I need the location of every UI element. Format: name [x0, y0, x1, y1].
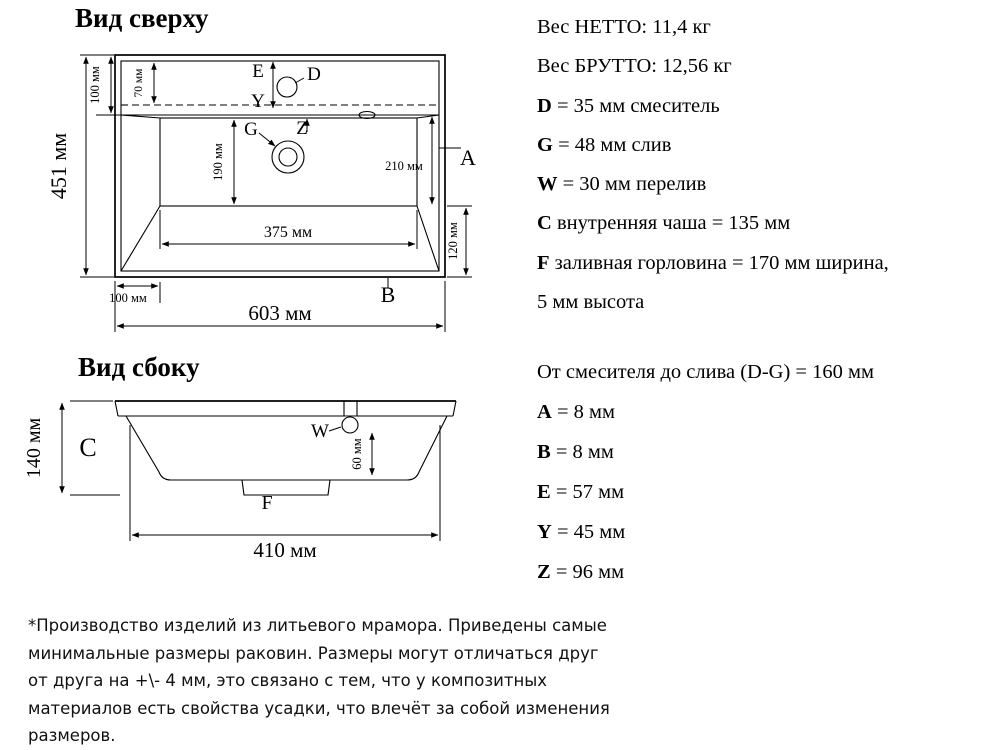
dim-label-451: 451 мм	[46, 133, 71, 199]
dimension-140: 140 мм	[23, 400, 120, 496]
footnote-line: размеров.	[28, 726, 116, 746]
side-view-title: Вид сбоку	[78, 352, 200, 382]
spec-value: = 8 мм	[550, 441, 614, 463]
callout-GZ: G Z	[244, 118, 310, 147]
spec-value: = 45 мм	[551, 521, 626, 543]
dimension-60: 60 мм	[350, 432, 375, 476]
dimension-410: 410 мм	[129, 425, 441, 562]
dim-label-603: 603 мм	[248, 301, 311, 325]
sink-outline-top	[114, 54, 446, 278]
spec-line-F-cont: 5 мм высота	[537, 283, 997, 322]
callout-B: B	[381, 278, 396, 307]
spec-key: F	[537, 251, 550, 274]
spec-key: D	[537, 94, 552, 117]
dimension-603: 603 мм	[114, 281, 446, 332]
spec-line-G: G = 48 мм слив	[537, 126, 997, 165]
sink-outline-side	[114, 400, 457, 496]
label-F: F	[261, 492, 272, 514]
spec-value: Вес НЕТТО: 11,4 кг	[537, 16, 711, 38]
specs-bottom-block: От смесителя до слива (D-G) = 160 мм A =…	[537, 352, 997, 592]
side-view-drawing: W C F 60 мм 140 мм 410 мм	[23, 400, 457, 562]
spec-line-C: C внутренняя чаша = 135 мм	[537, 204, 997, 243]
spec-line-DG-distance: От смесителя до слива (D-G) = 160 мм	[537, 352, 997, 392]
filler-neck	[241, 479, 331, 496]
dimension-375: 375 мм	[159, 210, 418, 249]
dimension-210: 210 мм	[385, 116, 435, 205]
footnote-line: минимальные размеры раковин. Размеры мог…	[28, 643, 599, 663]
label-A: A	[460, 145, 476, 170]
label-G: G	[244, 119, 258, 140]
drain-hole	[271, 140, 305, 174]
spec-key: W	[537, 173, 558, 196]
dim-label-410: 410 мм	[253, 538, 316, 562]
dim-label-70: 70 мм	[133, 68, 145, 98]
spec-line-B: B = 8 мм	[537, 432, 997, 472]
footnote-line: *Производство изделий из литьевого мрамо…	[28, 616, 607, 635]
spec-line-E: E = 57 мм	[537, 472, 997, 512]
specs-top-block: Вес НЕТТО: 11,4 кг Вес БРУТТО: 12,56 кг …	[537, 8, 997, 322]
spec-value: = 96 мм	[550, 561, 625, 583]
spec-value: = 57 мм	[550, 481, 625, 503]
faucet-hole-side	[343, 401, 358, 416]
callout-A: A	[439, 145, 476, 170]
dim-label-190: 190 мм	[211, 143, 225, 181]
overflow-hole-top	[358, 110, 376, 120]
dim-label-60: 60 мм	[350, 438, 364, 470]
overflow-hole	[341, 416, 359, 434]
spec-key: G	[537, 133, 553, 156]
spec-value: = 8 мм	[551, 401, 615, 423]
spec-line-D: D = 35 мм смеситель	[537, 87, 997, 126]
spec-value: = 35 мм смеситель	[551, 94, 720, 117]
spec-value: = 30 мм перелив	[557, 173, 707, 196]
spec-line-Z: Z = 96 мм	[537, 552, 997, 592]
top-view-title: Вид сверху	[75, 3, 209, 33]
spec-value: 5 мм высота	[537, 291, 645, 314]
footnote: *Производство изделий из литьевого мрамо…	[28, 612, 632, 750]
dimension-100-bottom: 100 мм	[109, 282, 161, 305]
spec-key: Z	[537, 561, 551, 583]
callout-EDY: E D Y	[251, 61, 321, 112]
spec-line-W: W = 30 мм перелив	[537, 165, 997, 204]
dimension-70: 70 мм	[133, 62, 157, 104]
dim-label-120: 120 мм	[446, 222, 460, 260]
label-W: W	[311, 421, 329, 442]
spec-value: внутренняя чаша = 135 мм	[551, 212, 791, 235]
dim-label-140: 140 мм	[23, 418, 45, 479]
spec-key: C	[537, 212, 552, 235]
dim-label-375: 375 мм	[264, 224, 312, 241]
dim-label-210: 210 мм	[385, 159, 423, 173]
label-C: C	[79, 433, 96, 462]
callout-W: W	[311, 421, 342, 442]
label-E: E	[252, 61, 264, 82]
footnote-line: материалов есть свойства усадки, что вле…	[28, 698, 610, 718]
spec-key: E	[537, 481, 551, 503]
dimension-190: 190 мм	[211, 119, 237, 205]
top-view-drawing: E D Y G Z A B 451 мм 100 мм 70 мм 190 мм…	[46, 54, 476, 332]
spec-value: = 48 мм слив	[552, 133, 672, 156]
label-Y: Y	[251, 91, 265, 112]
label-B: B	[381, 282, 396, 307]
dimension-100-top: 100 мм	[88, 56, 121, 116]
spec-key: B	[537, 441, 551, 463]
dim-label-100-top: 100 мм	[88, 66, 102, 104]
spec-line-brutto: Вес БРУТТО: 12,56 кг	[537, 47, 997, 86]
spec-line-netto: Вес НЕТТО: 11,4 кг	[537, 8, 997, 47]
spec-value: От смесителя до слива (D-G) = 160 мм	[537, 361, 874, 383]
dim-label-100-bottom: 100 мм	[109, 291, 147, 305]
spec-line-A: A = 8 мм	[537, 392, 997, 432]
dimension-451: 451 мм	[46, 54, 114, 278]
spec-value: заливная горловина = 170 мм ширина,	[549, 251, 889, 274]
spec-value: Вес БРУТТО: 12,56 кг	[537, 55, 732, 78]
spec-line-Y: Y = 45 мм	[537, 512, 997, 552]
label-Z: Z	[296, 118, 308, 139]
label-D: D	[307, 64, 321, 85]
spec-line-F: F заливная горловина = 170 мм ширина,	[537, 244, 997, 283]
faucet-hole	[276, 76, 298, 98]
dimension-120: 120 мм	[446, 205, 472, 278]
spec-key: A	[537, 401, 552, 423]
spec-key: Y	[537, 521, 552, 543]
footnote-line: от друга на +\- 4 мм, это связано с тем,…	[28, 671, 548, 691]
